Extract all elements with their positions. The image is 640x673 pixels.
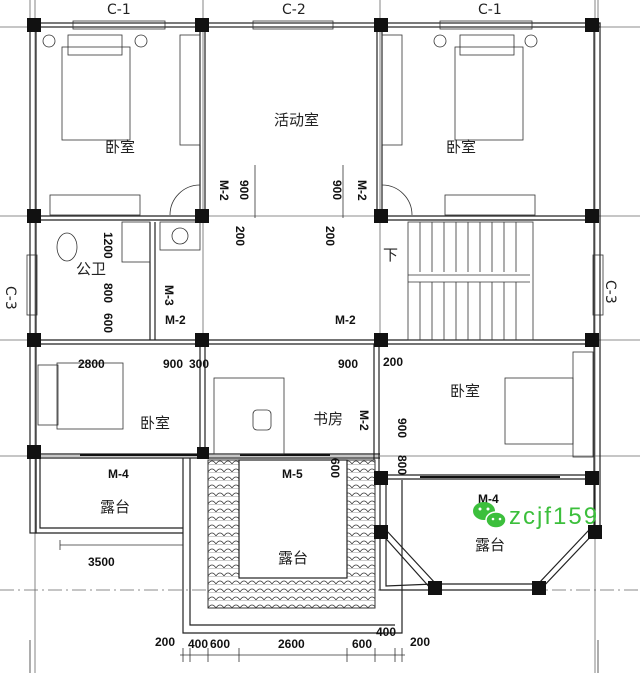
door-swing-icon <box>169 184 201 216</box>
dimension-label: 200 <box>323 226 337 246</box>
wardrobe-icon <box>179 34 201 146</box>
room-study: 书房 <box>313 410 343 428</box>
dimension-label: 900 <box>163 357 183 371</box>
room-bedroom-sw: 卧室 <box>140 414 170 432</box>
room-bedroom-ne: 卧室 <box>446 138 476 156</box>
room-bedroom-nw: 卧室 <box>105 138 135 156</box>
tv-cabinet-icon <box>49 194 141 216</box>
window-label-c1: C-1 <box>107 2 131 18</box>
door-label: M-3 <box>162 285 176 306</box>
bed-icon <box>56 362 124 430</box>
chair-icon <box>252 409 272 431</box>
dimension-label: 900 <box>338 357 358 371</box>
room-activity: 活动室 <box>274 111 319 129</box>
dimension-label: 1200 <box>101 232 115 259</box>
door-label: M-2 <box>217 180 231 201</box>
window-label-c1: C-1 <box>478 2 502 18</box>
stair-down-label: 下 <box>383 246 398 264</box>
dimension-label: 600 <box>101 313 115 333</box>
dimension-label: 300 <box>189 357 209 371</box>
door-swing-icon <box>381 184 413 216</box>
wechat-icon <box>473 502 507 529</box>
dimension-label: 200 <box>155 635 175 649</box>
window-label-c3: C-3 <box>2 286 18 310</box>
room-terrace-right: 露台 <box>475 536 505 554</box>
dimension-label: 900 <box>330 180 344 200</box>
bed-icon <box>504 377 574 445</box>
dimension-label: 200 <box>410 635 430 649</box>
dimension-label: 400 <box>376 625 396 639</box>
bed-icon <box>61 46 131 141</box>
door-label: M-2 <box>357 410 371 431</box>
door-label: M-5 <box>282 467 303 481</box>
dimension-label: 800 <box>395 455 409 475</box>
toilet-icon <box>56 232 78 262</box>
dimension-label: 600 <box>210 637 230 651</box>
roof-tiles <box>207 459 376 609</box>
dimension-label: 600 <box>328 458 342 478</box>
window-marks <box>26 20 604 478</box>
dimension-label: 2800 <box>78 357 105 371</box>
door-label: M-2 <box>355 180 369 201</box>
bed-icon <box>454 46 524 141</box>
room-bedroom-se: 卧室 <box>450 382 480 400</box>
dimension-lines <box>29 165 599 673</box>
room-terrace-center: 露台 <box>278 549 308 567</box>
wardrobe-icon <box>381 34 403 146</box>
door-label: M-4 <box>108 467 129 481</box>
room-public-bath: 公卫 <box>76 260 106 278</box>
dimension-label: 900 <box>395 418 409 438</box>
dimension-label: 200 <box>233 226 247 246</box>
dimension-label: 800 <box>101 283 115 303</box>
dimension-label: 3500 <box>88 555 115 569</box>
desk-icon <box>213 377 285 455</box>
wechat-contact: zcjf159 <box>473 502 599 530</box>
dimension-label: 900 <box>237 180 251 200</box>
tv-cabinet-icon <box>444 194 536 216</box>
washbasin-icon <box>159 221 201 251</box>
window-label-c3: C-3 <box>602 280 618 304</box>
dimension-label: 2600 <box>278 637 305 651</box>
columns <box>27 18 602 595</box>
dimension-label: 600 <box>352 637 372 651</box>
dimension-label: 200 <box>383 355 403 369</box>
door-label: M-2 <box>165 313 186 327</box>
door-label: M-2 <box>335 313 356 327</box>
dimension-label: 400 <box>188 637 208 651</box>
wechat-id: zcjf159 <box>509 503 599 530</box>
staircase <box>407 221 534 341</box>
window-label-c2: C-2 <box>282 2 306 18</box>
furniture <box>37 34 594 458</box>
room-terrace-left: 露台 <box>100 498 130 516</box>
